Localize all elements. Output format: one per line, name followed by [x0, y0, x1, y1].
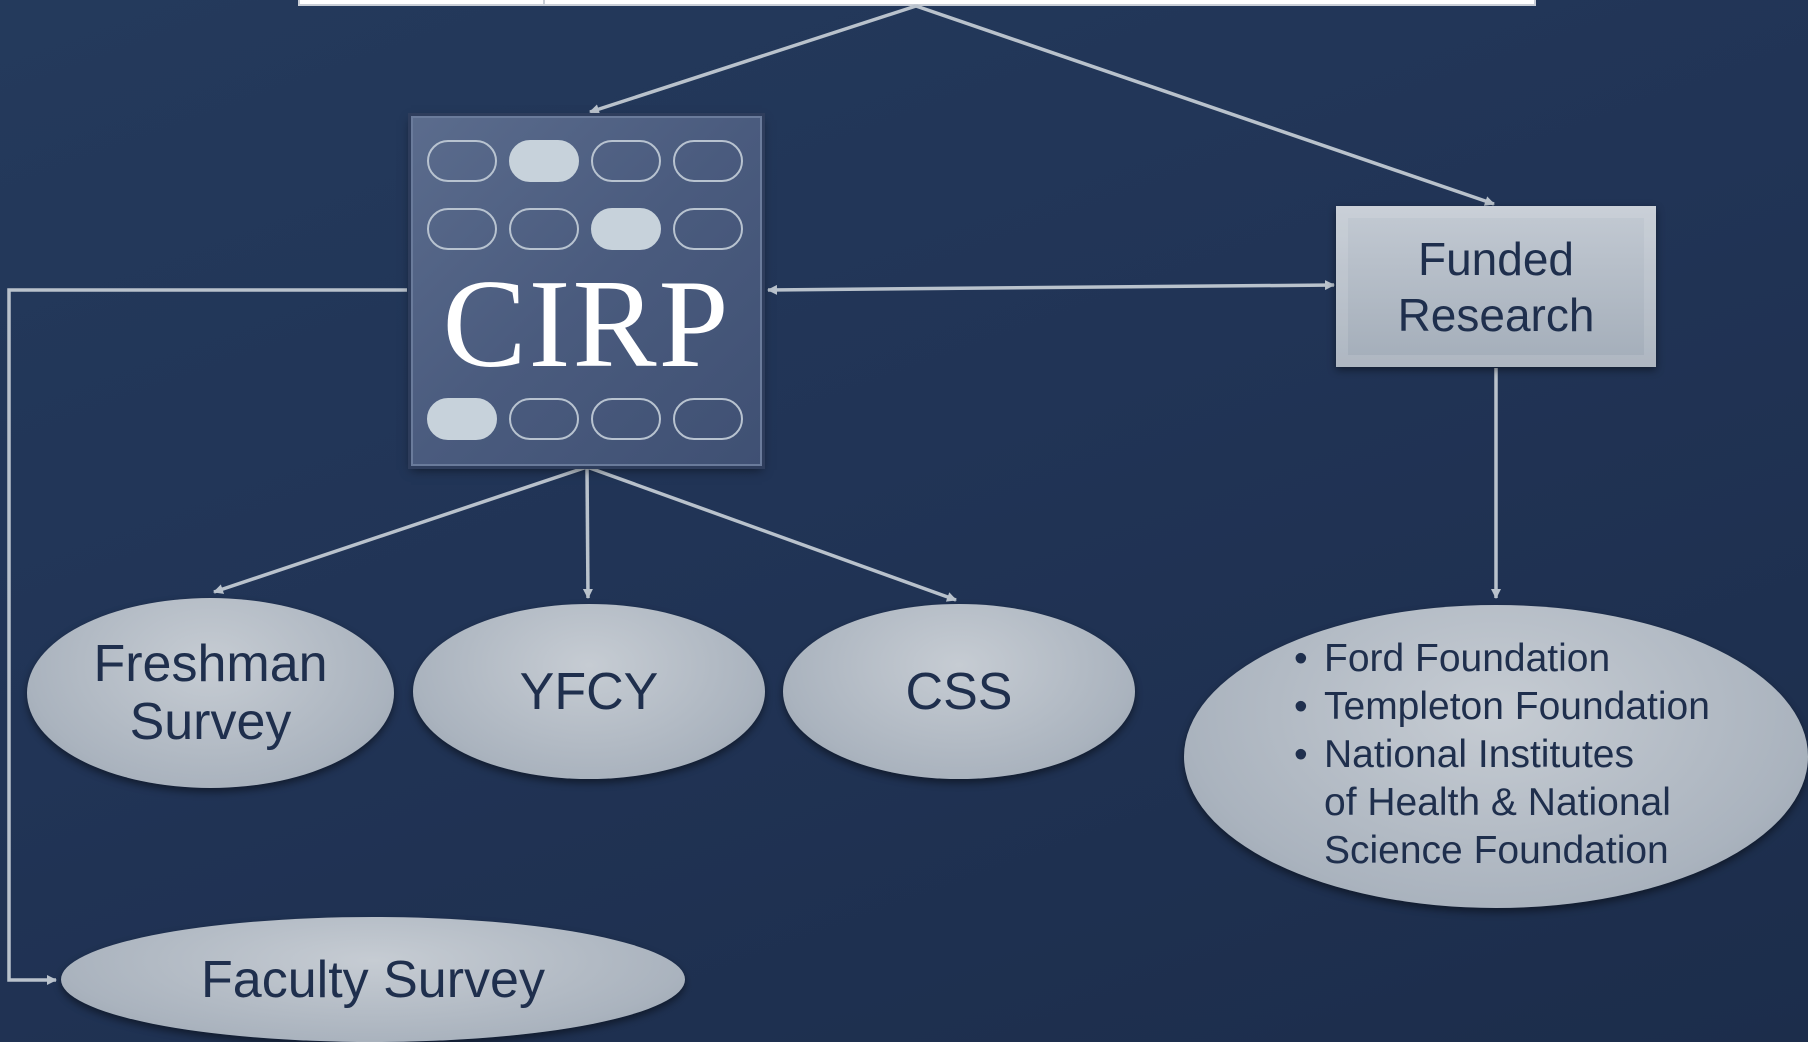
funders-node: Ford Foundation Templeton Foundation Nat… — [1184, 605, 1808, 908]
logo-pill — [509, 140, 579, 182]
logo-pill — [427, 208, 497, 250]
funded-research-node: Funded Research — [1336, 206, 1656, 367]
yfcy-node: YFCY — [413, 604, 765, 779]
arrow-cirp-to-freshman — [213, 465, 588, 594]
css-label: CSS — [905, 662, 1013, 721]
arrow-cirp-to-css — [586, 465, 957, 602]
arrow-cirp-funded — [767, 280, 1335, 295]
logo-pill — [427, 140, 497, 182]
logo-pill — [673, 140, 743, 182]
faculty-survey-node: Faculty Survey — [61, 917, 685, 1042]
funders-list: Ford Foundation Templeton Foundation Nat… — [1294, 635, 1710, 875]
logo-pill — [673, 208, 743, 250]
logo-pill — [591, 140, 661, 182]
logo-pill — [591, 208, 661, 250]
freshman-survey-node: Freshman Survey — [27, 598, 394, 788]
css-node: CSS — [783, 604, 1135, 779]
funder-item: National Institutes of Health & National… — [1294, 731, 1710, 875]
cirp-logo-text: CIRP — [442, 255, 731, 394]
cirp-logo: CIRP — [411, 116, 762, 466]
logo-pill — [509, 208, 579, 250]
logo-pill — [591, 398, 661, 440]
arrow-top-to-cirp — [589, 4, 917, 114]
logo-pill — [673, 398, 743, 440]
arrow-top-to-funded — [915, 4, 1495, 206]
freshman-survey-label: Freshman Survey — [93, 635, 328, 751]
logo-pill — [509, 398, 579, 440]
logo-pill — [427, 398, 497, 440]
faculty-survey-label: Faculty Survey — [201, 950, 545, 1009]
funder-item: Templeton Foundation — [1294, 683, 1710, 731]
arrow-cirp-to-faculty — [7, 288, 407, 985]
yfcy-label: YFCY — [519, 662, 659, 721]
funded-research-label: Funded Research — [1397, 232, 1595, 341]
arrow-cirp-to-yfcy — [582, 466, 593, 599]
funder-item: Ford Foundation — [1294, 635, 1710, 683]
